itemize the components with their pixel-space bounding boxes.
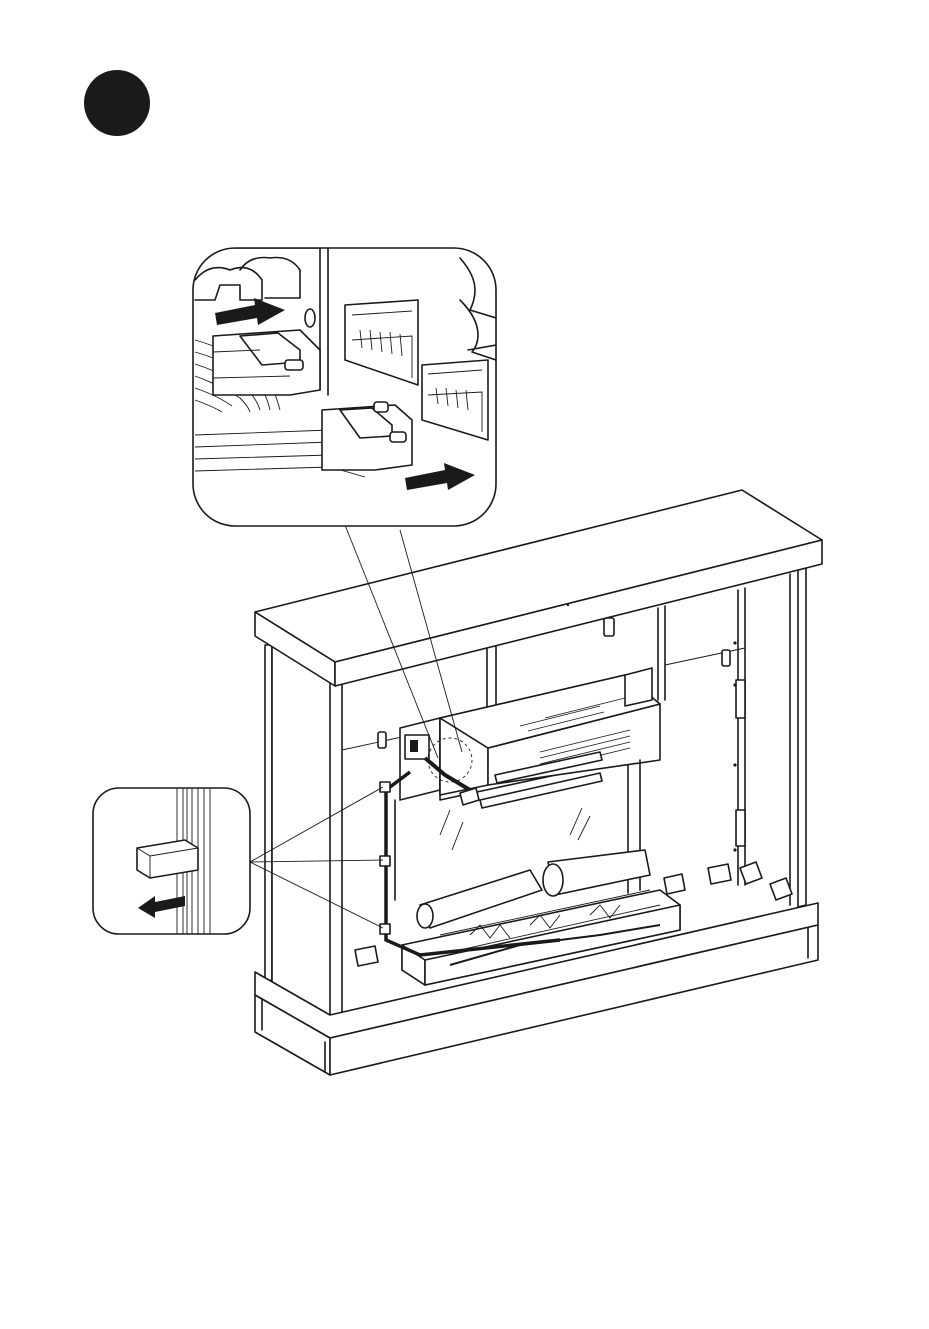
step-number-marker (84, 70, 150, 136)
detail-connector-view (193, 248, 496, 526)
cable-clip (137, 840, 198, 878)
detail-clip-view (93, 788, 250, 934)
base-plinth (255, 862, 818, 1075)
right-side-panel (790, 568, 806, 907)
left-side-panel (265, 645, 342, 1032)
power-switch (410, 740, 418, 752)
fireplace-mantel (255, 490, 822, 1075)
